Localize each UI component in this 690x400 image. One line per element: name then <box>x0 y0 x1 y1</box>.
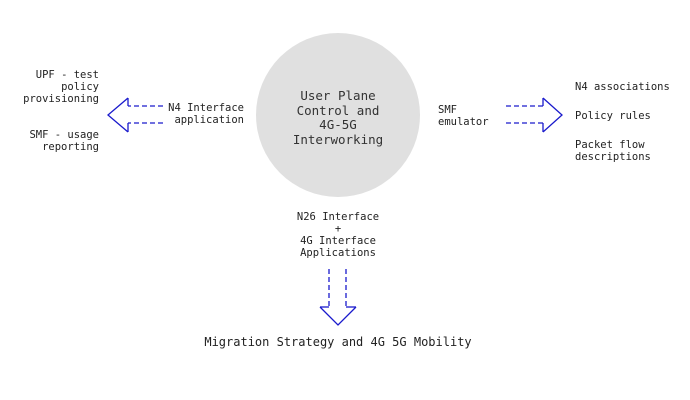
left-item-upf: UPF - test policy provisioning <box>23 69 99 105</box>
left-arrow-label: N4 Interface application <box>168 102 244 126</box>
center-circle-label: User Plane Control and 4G-5G Interworkin… <box>292 88 384 147</box>
right-arrow-label: SMF emulator <box>438 104 489 128</box>
right-item-packet-flow: Packet flow descriptions <box>575 139 651 163</box>
bottom-arrow-label: N26 Interface + 4G Interface Application… <box>296 211 380 259</box>
right-arrow <box>506 97 563 133</box>
bottom-arrow <box>319 269 357 326</box>
left-arrow <box>106 97 163 133</box>
left-item-smf: SMF - usage reporting <box>29 129 99 153</box>
bottom-title: Migration Strategy and 4G 5G Mobility <box>204 335 472 349</box>
right-item-policy-rules: Policy rules <box>575 110 651 122</box>
center-circle <box>256 33 420 197</box>
right-item-n4-associations: N4 associations <box>575 81 670 93</box>
